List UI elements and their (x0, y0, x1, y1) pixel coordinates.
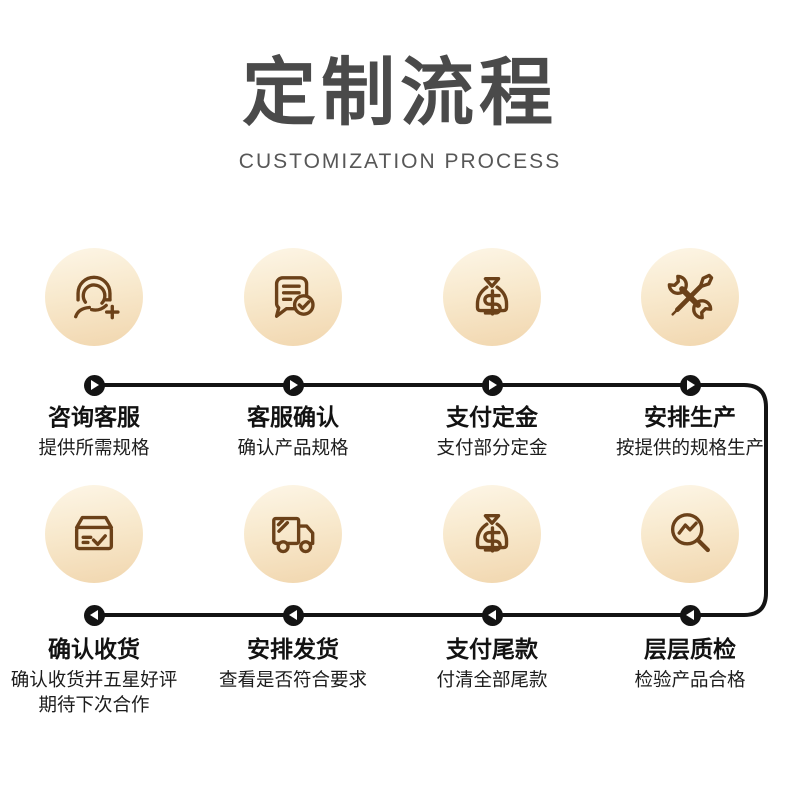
magnifier-chart-icon (670, 513, 710, 553)
step-consult-service: 咨询客服 提供所需规格 (0, 248, 214, 461)
step-icon-circle (45, 485, 143, 583)
step-subtitle: 支付部分定金 (436, 436, 548, 458)
step-subtitle: 检验产品合格 (634, 668, 746, 690)
step-subtitle: 按提供的规格生产 (615, 436, 764, 458)
flow-arrow-left-2 (282, 604, 304, 626)
step-subtitle: 提供所需规格 (38, 436, 150, 458)
flow-arrow-left-1 (83, 604, 105, 626)
step-title: 层层质检 (644, 636, 736, 662)
step-title: 支付尾款 (446, 636, 538, 662)
step-pay-balance: 支付尾款 付清全部尾款 (372, 485, 612, 693)
step-title: 支付定金 (446, 404, 538, 430)
step-subtitle-line2: 期待下次合作 (38, 693, 150, 715)
step-icon-circle (45, 248, 143, 346)
flow-arrow-right-1 (83, 374, 105, 396)
play-left-icon (681, 610, 694, 620)
step-subtitle: 查看是否符合要求 (218, 668, 367, 690)
step-confirm-receipt: 确认收货 确认收货并五星好评 期待下次合作 (0, 485, 214, 718)
play-left-icon (483, 610, 496, 620)
step-title: 咨询客服 (48, 404, 140, 430)
chat-check-icon (274, 276, 315, 318)
step-service-confirm: 客服确认 确认产品规格 (173, 248, 413, 461)
money-bag-icon (475, 514, 509, 553)
play-right-icon (488, 380, 502, 390)
step-title: 安排生产 (644, 404, 736, 430)
flow-arrow-left-4 (679, 604, 701, 626)
flow-arrow-right-4 (679, 374, 701, 396)
step-title: 客服确认 (247, 404, 339, 430)
play-left-icon (284, 610, 297, 620)
package-check-icon (74, 515, 114, 551)
step-icon-circle (244, 248, 342, 346)
page-title: 定制流程 (242, 51, 558, 134)
page-subtitle: CUSTOMIZATION PROCESS (238, 150, 562, 173)
play-right-icon (686, 380, 700, 390)
step-subtitle: 确认收货并五星好评 (10, 668, 178, 690)
flow-arrow-left-3 (481, 604, 503, 626)
step-pay-deposit: 支付定金 支付部分定金 (372, 248, 612, 461)
step-subtitle: 付清全部尾款 (436, 668, 548, 690)
play-right-icon (289, 380, 303, 390)
step-subtitle: 确认产品规格 (237, 436, 349, 458)
step-title: 确认收货 (48, 636, 140, 662)
step-title: 安排发货 (247, 636, 339, 662)
step-icon-circle (443, 485, 541, 583)
flow-arrow-right-3 (481, 374, 503, 396)
money-bag-icon (475, 277, 509, 316)
tools-icon (667, 273, 714, 320)
step-icon-circle (641, 248, 739, 346)
step-quality-inspection: 层层质检 检验产品合格 (570, 485, 800, 693)
step-icon-circle (244, 485, 342, 583)
play-right-icon (90, 380, 104, 390)
step-arrange-shipping: 安排发货 查看是否符合要求 (173, 485, 413, 693)
step-icon-circle (443, 248, 541, 346)
headset-agent-icon (74, 275, 120, 320)
truck-icon (272, 516, 315, 554)
play-left-icon (85, 610, 98, 620)
step-icon-circle (641, 485, 739, 583)
flow-arrow-right-2 (282, 374, 304, 396)
step-arrange-production: 安排生产 按提供的规格生产 (570, 248, 800, 461)
